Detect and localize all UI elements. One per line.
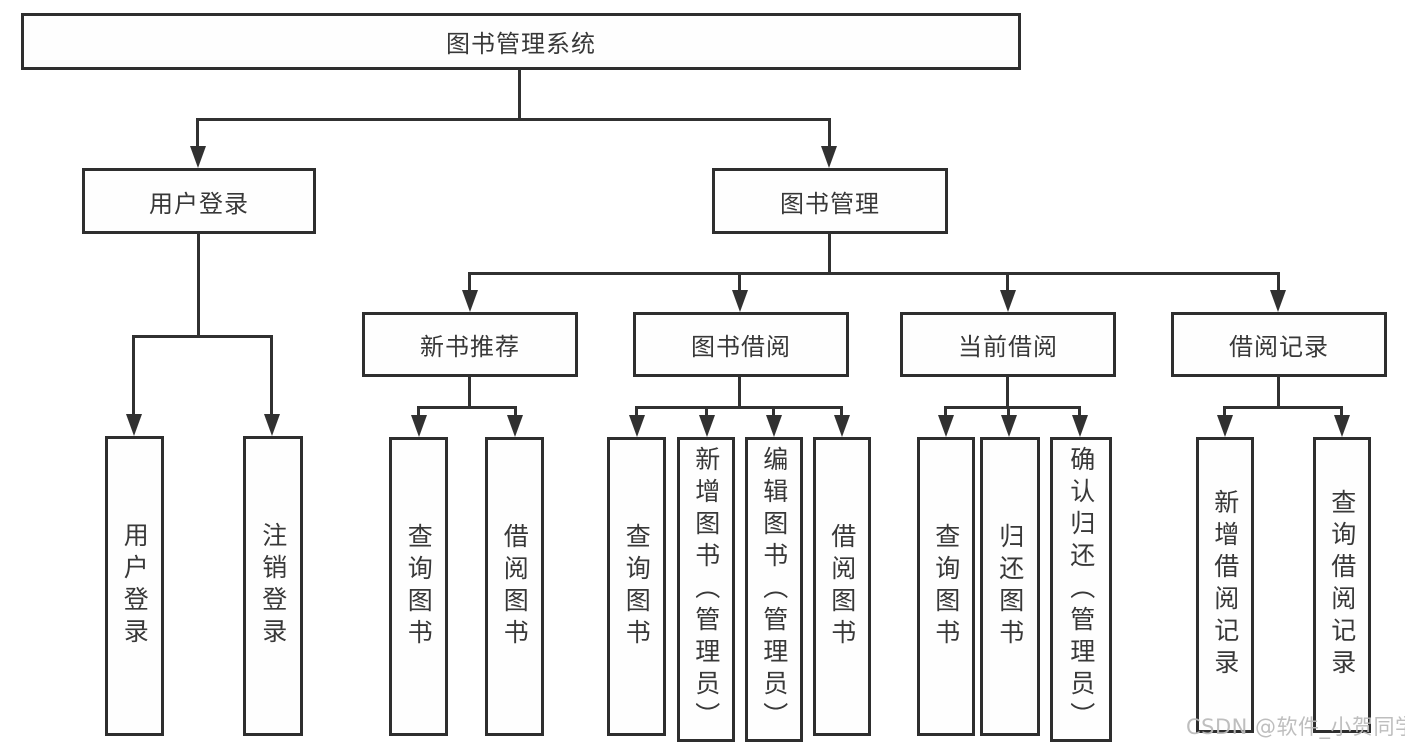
connector-drop — [772, 406, 775, 418]
leaf-nb-borrow-books-label: 借阅图书 — [500, 522, 530, 651]
csdn-watermark: CSDN @软件_小贺同学 — [1186, 715, 1405, 739]
leaf-cb-confirm-return-admin-label: 确认归还（管理员） — [1066, 445, 1096, 734]
connector-drop — [1078, 406, 1081, 418]
arrow-down-icon — [411, 415, 427, 437]
leaf-nb-query-books: 查询图书 — [389, 437, 448, 736]
arrow-down-icon — [766, 415, 782, 437]
connector-book-borrow-split — [635, 406, 843, 409]
arrow-down-icon — [1217, 415, 1233, 437]
leaf-cb-query-books-label: 查询图书 — [931, 522, 961, 651]
connector-drop-user-login — [196, 118, 199, 150]
connector-user-login-split — [132, 335, 273, 338]
arrow-down-icon — [264, 414, 280, 436]
connector-drop — [1223, 406, 1226, 418]
leaf-cb-return-books: 归还图书 — [980, 437, 1040, 736]
arrow-down-icon — [1000, 290, 1016, 312]
connector-borrow-records-stem — [1277, 376, 1280, 408]
leaf-bb-borrow-books-label: 借阅图书 — [827, 522, 857, 651]
connector-drop-borrow-records — [1277, 272, 1280, 292]
connector-new-book-stem — [468, 376, 471, 408]
arrow-down-icon — [507, 415, 523, 437]
connector-user-login-stem — [197, 233, 200, 337]
node-book-borrow-label: 图书借阅 — [691, 333, 791, 361]
connector-drop — [514, 406, 517, 418]
node-new-book-recommend: 新书推荐 — [362, 312, 578, 377]
leaf-cb-query-books: 查询图书 — [917, 437, 975, 736]
arrow-down-icon — [1334, 415, 1350, 437]
leaf-bb-query-books-label: 查询图书 — [622, 522, 652, 651]
leaf-bb-edit-books-admin: 编辑图书（管理员） — [745, 437, 803, 742]
node-book-borrow: 图书借阅 — [633, 312, 849, 377]
leaf-br-query-borrow-record: 查询借阅记录 — [1313, 437, 1371, 733]
node-borrow-records-label: 借阅记录 — [1229, 333, 1329, 361]
leaf-br-add-borrow-record-label: 新增借阅记录 — [1210, 489, 1240, 681]
leaf-logout-label: 注销登录 — [258, 522, 288, 650]
leaf-cb-confirm-return-admin: 确认归还（管理员） — [1050, 437, 1112, 742]
node-borrow-records: 借阅记录 — [1171, 312, 1387, 377]
leaf-bb-add-books-admin: 新增图书（管理员） — [677, 437, 735, 742]
leaf-bb-edit-books-admin-label: 编辑图书（管理员） — [759, 445, 789, 734]
arrow-down-icon — [1001, 415, 1017, 437]
connector-drop-current-borrow — [1006, 272, 1009, 292]
arrow-down-icon — [834, 415, 850, 437]
connector-drop-leaf-user-login — [132, 335, 135, 417]
arrow-down-icon — [1270, 290, 1286, 312]
connector-book-management-stem — [828, 233, 831, 274]
connector-drop-book-management — [828, 118, 831, 150]
node-current-borrow: 当前借阅 — [900, 312, 1116, 377]
leaf-bb-borrow-books: 借阅图书 — [813, 437, 871, 736]
connector-root-stem — [518, 69, 521, 120]
connector-drop-new-book — [468, 272, 471, 292]
leaf-bb-query-books: 查询图书 — [607, 437, 666, 736]
leaf-bb-add-books-admin-label: 新增图书（管理员） — [691, 445, 721, 734]
arrow-down-icon — [1072, 415, 1088, 437]
arrow-down-icon — [732, 290, 748, 312]
connector-borrow-records-split — [1223, 406, 1343, 409]
arrow-down-icon — [938, 415, 954, 437]
leaf-br-add-borrow-record: 新增借阅记录 — [1196, 437, 1254, 733]
node-book-management: 图书管理 — [712, 168, 948, 234]
node-book-management-label: 图书管理 — [780, 189, 880, 218]
node-library-system-label: 图书管理系统 — [446, 30, 596, 58]
leaf-nb-query-books-label: 查询图书 — [404, 522, 434, 651]
leaf-br-query-borrow-record-label: 查询借阅记录 — [1327, 489, 1357, 681]
connector-drop — [1007, 406, 1010, 418]
connector-level3-split — [468, 272, 1280, 275]
arrow-down-icon — [629, 415, 645, 437]
connector-drop-leaf-logout — [270, 335, 273, 417]
arrow-down-icon — [462, 290, 478, 312]
connector-level1-split — [196, 118, 831, 121]
node-new-book-recommend-label: 新书推荐 — [420, 333, 520, 361]
connector-drop — [1340, 406, 1343, 418]
leaf-cb-return-books-label: 归还图书 — [995, 522, 1025, 651]
connector-book-borrow-stem — [738, 376, 741, 408]
arrow-down-icon — [126, 414, 142, 436]
connector-drop-book-borrow — [738, 272, 741, 292]
leaf-user-login: 用户登录 — [105, 436, 164, 736]
node-user-login-label: 用户登录 — [149, 189, 249, 218]
connector-current-borrow-stem — [1006, 376, 1009, 408]
leaf-user-login-label: 用户登录 — [120, 522, 150, 650]
node-library-system: 图书管理系统 — [21, 13, 1021, 70]
connector-drop — [635, 406, 638, 418]
connector-drop — [944, 406, 947, 418]
leaf-logout: 注销登录 — [243, 436, 303, 736]
node-user-login: 用户登录 — [82, 168, 316, 234]
arrow-down-icon — [821, 146, 837, 168]
connector-drop — [840, 406, 843, 418]
connector-drop — [417, 406, 420, 418]
connector-new-book-split — [417, 406, 517, 409]
node-current-borrow-label: 当前借阅 — [958, 333, 1058, 361]
connector-current-borrow-split — [944, 406, 1081, 409]
connector-drop — [705, 406, 708, 418]
arrow-down-icon — [190, 146, 206, 168]
arrow-down-icon — [699, 415, 715, 437]
leaf-nb-borrow-books: 借阅图书 — [485, 437, 544, 736]
